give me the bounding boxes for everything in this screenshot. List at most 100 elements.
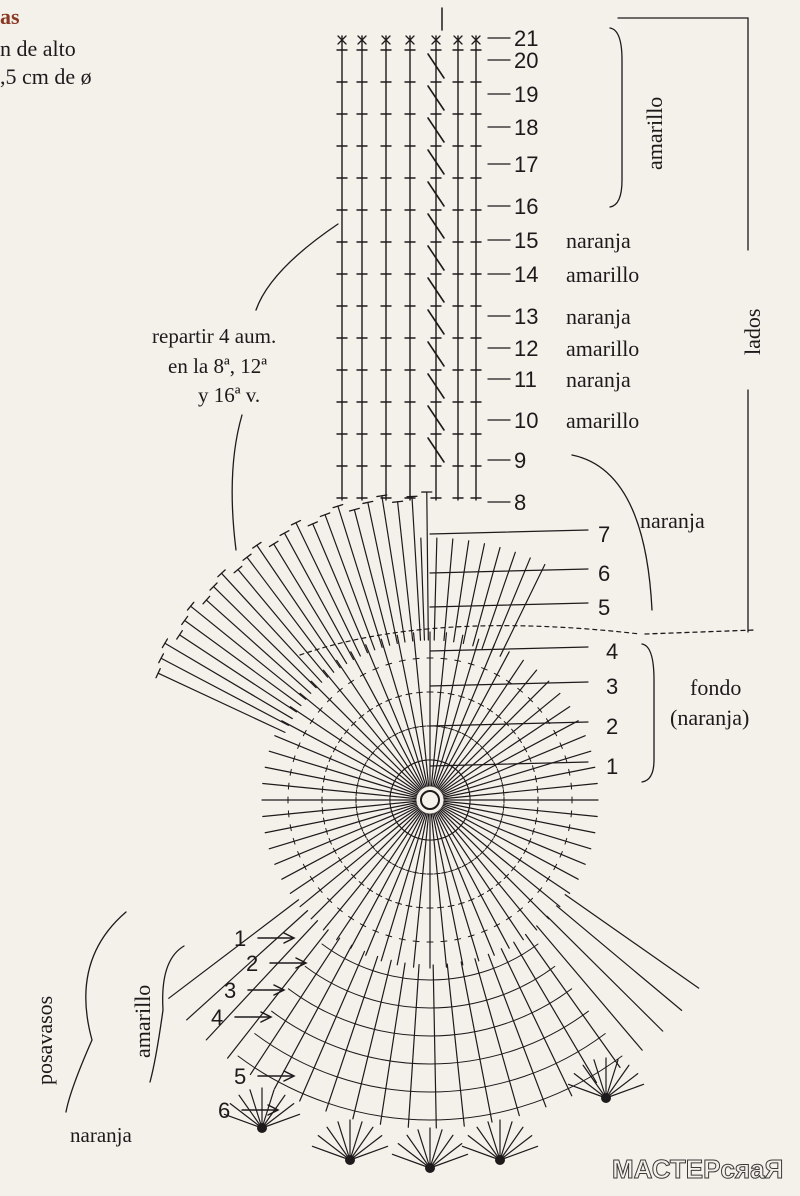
- base-stitch-tick: [326, 696, 333, 703]
- base-stitch: [433, 812, 480, 962]
- join-stitch: [427, 405, 445, 431]
- base-stitch-tick: [391, 863, 399, 868]
- coaster-stitch: [407, 964, 420, 1128]
- base-stitch-tick: [395, 901, 403, 905]
- fan-stitch: [160, 657, 290, 726]
- row-number-16: 16: [514, 194, 538, 219]
- join-stitch: [427, 341, 445, 367]
- base-stitch-tick: [380, 740, 386, 746]
- shell-stitch: [567, 1083, 607, 1099]
- fan-stitch: [472, 546, 501, 647]
- fan-stitch-top: [279, 530, 290, 537]
- base-stitch-tick: [501, 810, 504, 818]
- base-stitch-tick: [454, 659, 462, 662]
- base-stitch-tick: [325, 827, 329, 835]
- base-stitch-tick: [440, 871, 448, 874]
- base-stitch-tick: [523, 847, 528, 855]
- center-ring: [420, 790, 440, 810]
- fan-stitch: [220, 572, 323, 683]
- fan-stitch-top: [233, 565, 243, 574]
- row-number-6: 6: [598, 561, 610, 586]
- base-stitch-tick: [370, 844, 376, 850]
- base-row-number-4: 4: [606, 639, 618, 664]
- coaster-row-arc: [237, 1055, 623, 1121]
- base-stitch: [380, 638, 427, 788]
- base-stitch-tick: [344, 865, 349, 872]
- base-stitch: [442, 750, 592, 797]
- base-circle: [261, 631, 599, 969]
- coaster: [168, 894, 700, 1173]
- shell-stitch: [326, 1126, 351, 1161]
- bracket-amarillo: [609, 27, 623, 208]
- fan-stitch-top: [252, 541, 262, 549]
- row-leader-line: [429, 646, 589, 652]
- coaster-arrowhead: [267, 1104, 280, 1116]
- fan-stitch: [453, 540, 470, 643]
- base-stitch: [437, 811, 524, 941]
- base-stitch-tick: [559, 851, 563, 858]
- base-stitch-tick: [479, 849, 485, 855]
- base-stitch-tick: [375, 745, 381, 751]
- row-color-12: amarillo: [566, 336, 639, 361]
- note-line-1: repartir 4 aum.: [152, 324, 276, 348]
- base-stitch-tick: [348, 679, 355, 685]
- base-stitch-tick: [415, 906, 423, 909]
- chart-drawing: [155, 7, 700, 1173]
- base-stitch-tick: [287, 810, 290, 818]
- row21-x-mark: [357, 35, 367, 45]
- coaster-row-number-4: 4: [211, 1005, 223, 1030]
- fan-stitch-top: [268, 540, 279, 548]
- base-stitch: [336, 811, 423, 941]
- base-stitch-tick: [405, 727, 412, 731]
- base-stitch-tick: [370, 750, 376, 756]
- base-stitch-tick: [534, 775, 538, 783]
- row-number-12: 12: [514, 336, 538, 361]
- base-stitch: [441, 720, 579, 795]
- shell-stitch: [605, 1083, 645, 1099]
- shell-stitch: [238, 1094, 263, 1129]
- base-stitch-tick: [511, 865, 516, 872]
- fan-stitch: [426, 491, 429, 641]
- coaster-shell: [567, 1057, 645, 1103]
- join-stitch: [427, 437, 445, 463]
- coaster-shell: [311, 1119, 389, 1165]
- label-fondo-sub: (naranja): [670, 705, 749, 730]
- base-stitch-tick: [568, 768, 571, 776]
- fan-stitch: [184, 619, 302, 707]
- row-color-13: naranja: [566, 304, 631, 329]
- row21-x-mark: [405, 35, 415, 45]
- diameter-note: ,5 cm de ø: [0, 64, 92, 89]
- base-stitch-tick: [496, 825, 501, 832]
- base-stitch-tick: [493, 672, 501, 677]
- row-leader-line: [429, 761, 589, 767]
- base-stitch: [350, 811, 425, 949]
- base-stitch-tick: [536, 807, 539, 815]
- base-stitch-tick: [440, 657, 448, 660]
- base-stitch-tick: [493, 831, 498, 839]
- shell-stitch: [406, 1134, 431, 1169]
- shell-stitch: [605, 1059, 619, 1099]
- fan-stitch-top: [217, 569, 226, 578]
- coaster-stitch: [487, 953, 547, 1108]
- base-stitch-tick: [359, 923, 367, 928]
- base-stitch-tick: [447, 692, 455, 696]
- base-stitch: [281, 720, 419, 795]
- base-stitch-tick: [358, 714, 365, 719]
- coaster-stitch: [500, 948, 573, 1097]
- base-stitch-tick: [355, 803, 358, 811]
- coaster-stitch: [186, 910, 309, 1021]
- join-stitch: [427, 373, 445, 399]
- fan-stitch-top: [319, 512, 331, 518]
- base-stitch-tick: [479, 745, 485, 751]
- base-stitch-tick: [325, 765, 329, 773]
- base-stitch-tick: [355, 789, 358, 797]
- coaster-stitch: [524, 933, 621, 1068]
- shell-stitch: [249, 1089, 263, 1129]
- base-stitch-tick: [487, 708, 493, 713]
- base-stitch-tick: [537, 887, 543, 893]
- row-number-14: 14: [514, 262, 538, 287]
- label-naranja-mid: naranja: [640, 508, 705, 533]
- base-stitch-tick: [481, 667, 488, 671]
- join-stitch: [427, 213, 445, 239]
- lados-boundary-dash: [644, 629, 756, 635]
